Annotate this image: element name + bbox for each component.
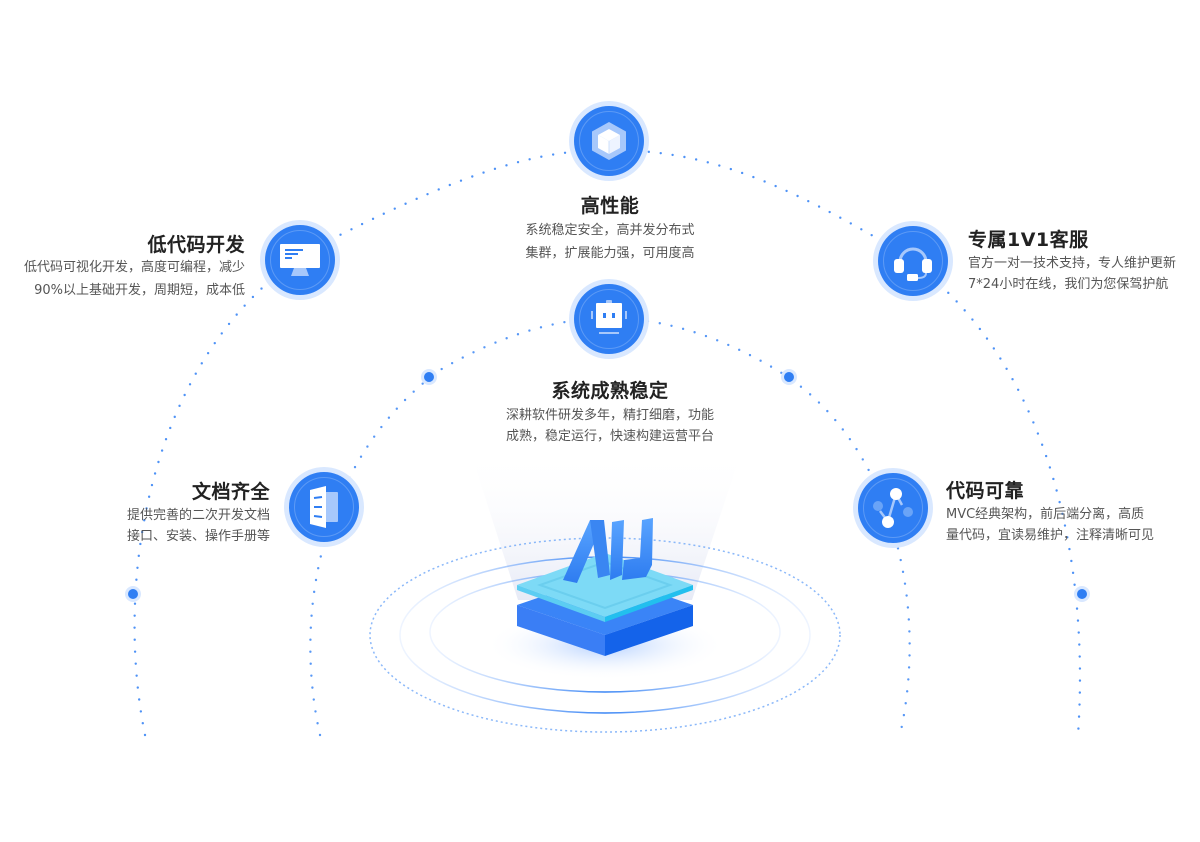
au-logo xyxy=(563,518,653,583)
docs-title: 文档齐全 xyxy=(191,481,270,503)
performance-desc-line2: 集群，扩展能力强，可用度高 xyxy=(525,246,695,261)
stable-desc-line1: 深耕软件研发多年，精打细磨，功能 xyxy=(505,408,714,423)
support-desc-line1: 官方一对一技术支持，专人维护更新 xyxy=(968,256,1177,271)
light-beam xyxy=(470,450,742,600)
lowcode-desc-line2: 90%以上基础开发，周期短，成本低 xyxy=(34,283,245,298)
support-title: 专属1V1客服 xyxy=(968,229,1089,251)
accent-dot-right-outer xyxy=(1074,586,1090,602)
docs-desc-line1: 提供完善的二次开发文档 xyxy=(126,508,270,523)
stable-icon-badge xyxy=(569,279,649,359)
document-icon xyxy=(310,486,338,528)
performance-desc-line1: 系统稳定安全，高并发分布式 xyxy=(525,223,695,238)
lowcode-icon-badge xyxy=(260,220,340,300)
code-desc-line2: 量代码，宜读易维护，注释清晰可见 xyxy=(946,528,1155,543)
cube-icon xyxy=(592,122,626,160)
lowcode-desc-line1: 低代码可视化开发，高度可编程，减少 xyxy=(23,260,245,275)
code-icon-badge xyxy=(853,468,933,548)
performance-icon-badge xyxy=(569,101,649,181)
accent-dot-right-inner xyxy=(781,369,797,385)
code-desc-line1: MVC经典架构，前后端分离，高质 xyxy=(946,507,1145,522)
docs-icon-badge xyxy=(284,467,364,547)
performance-title: 高性能 xyxy=(580,195,640,217)
support-desc-line2: 7*24小时在线，我们为您保驾护航 xyxy=(968,277,1169,292)
robot-icon xyxy=(591,300,627,334)
code-title: 代码可靠 xyxy=(946,480,1025,502)
share-nodes-icon xyxy=(873,488,913,528)
stable-title: 系统成熟稳定 xyxy=(551,380,669,402)
stable-desc-line2: 成熟，稳定运行，快速构建运营平台 xyxy=(505,429,714,444)
support-icon-badge xyxy=(873,221,953,301)
monitor-icon xyxy=(280,244,320,276)
lowcode-title: 低代码开发 xyxy=(147,234,245,256)
accent-dot-left-outer xyxy=(125,586,141,602)
docs-desc-line2: 接口、安装、操作手册等 xyxy=(126,529,270,544)
accent-dot-left-inner xyxy=(421,369,437,385)
headset-icon xyxy=(894,247,932,281)
